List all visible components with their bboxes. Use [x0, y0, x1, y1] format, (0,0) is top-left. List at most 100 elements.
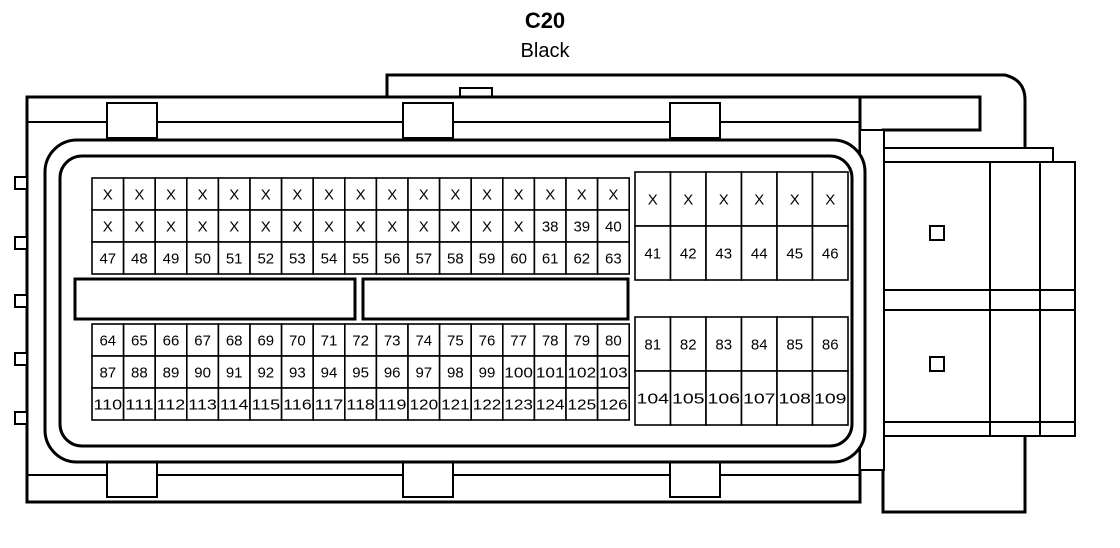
pin-label: 75 — [447, 333, 464, 350]
pin-label: X — [261, 219, 271, 236]
pin-cavity — [811, 225, 849, 281]
pin-cavity — [217, 177, 251, 211]
pin-label: 68 — [226, 333, 243, 350]
pin-cavity — [470, 177, 504, 211]
latch-bar-top — [882, 147, 1054, 163]
pin-label: 112 — [157, 397, 186, 414]
pin-cavity — [343, 387, 378, 421]
pin-label: X — [166, 187, 176, 204]
pin-label: 110 — [94, 397, 123, 414]
pin-cavity — [343, 241, 378, 275]
pin-label: 44 — [751, 246, 768, 263]
pin-cavity — [669, 171, 707, 227]
pin-label: X — [292, 187, 302, 204]
pin-label: X — [754, 192, 764, 209]
pin-label: X — [450, 187, 460, 204]
pin-label: 85 — [786, 337, 803, 354]
pin-label: 59 — [479, 251, 496, 268]
pin-label: 88 — [131, 365, 148, 382]
pin-label: 109 — [814, 391, 847, 408]
pin-cavity — [280, 177, 315, 211]
latch-bar-bottom — [882, 421, 1076, 437]
pin-cavity — [811, 171, 849, 227]
pin-cavity — [375, 177, 409, 211]
pin-label: 82 — [680, 337, 697, 354]
pin-label: 91 — [226, 365, 243, 382]
pin-label: X — [166, 219, 176, 236]
pin-label: 119 — [378, 397, 407, 414]
pin-label: 70 — [289, 333, 306, 350]
pin-cavity — [154, 323, 188, 357]
pin-label: X — [608, 187, 618, 204]
pin-cavity — [217, 241, 251, 275]
separator-right — [361, 277, 630, 321]
pin-label: 72 — [352, 333, 369, 350]
pin-label: 80 — [605, 333, 622, 350]
pin-cavity — [501, 177, 536, 211]
pin-label: X — [683, 192, 693, 209]
pin-label: 38 — [542, 219, 559, 236]
pin-cavity — [407, 241, 441, 275]
pin-label: 53 — [289, 251, 306, 268]
pin-label: X — [825, 192, 835, 209]
side-nub-4 — [14, 352, 28, 366]
side-nub-5 — [14, 411, 28, 425]
pin-label: 47 — [99, 251, 116, 268]
pin-label: 87 — [99, 365, 116, 382]
pin-cavity — [122, 241, 156, 275]
pin-label: 95 — [352, 365, 369, 382]
pin-cavity — [634, 370, 672, 426]
pin-label: X — [198, 187, 208, 204]
pin-label: X — [419, 219, 429, 236]
pin-cavity — [343, 177, 378, 211]
side-nub-1 — [14, 176, 28, 190]
pin-label: 69 — [257, 333, 274, 350]
pin-label: 78 — [542, 333, 559, 350]
pin-cavity — [596, 241, 630, 275]
pin-label: 120 — [410, 397, 439, 414]
pin-label: 81 — [644, 337, 661, 354]
pin-cavity — [501, 241, 536, 275]
separator-left — [73, 277, 357, 321]
pin-label: X — [790, 192, 800, 209]
pin-label: 50 — [194, 251, 211, 268]
pin-label: 100 — [504, 365, 533, 382]
pin-cavity — [811, 316, 849, 372]
pin-cavity — [740, 316, 778, 372]
pin-label: X — [356, 187, 366, 204]
pin-label: X — [198, 219, 208, 236]
pin-cavity — [470, 241, 504, 275]
pin-label: 52 — [257, 251, 274, 268]
pin-cavity — [186, 323, 220, 357]
pin-cavity — [565, 177, 599, 211]
pin-label: 113 — [188, 397, 217, 414]
latch-square-lower — [929, 356, 945, 372]
top-tab-2 — [402, 102, 454, 139]
pin-label: 115 — [252, 397, 281, 414]
top-tab-1 — [106, 102, 158, 139]
pin-cavity — [280, 355, 315, 389]
pin-label: 65 — [131, 333, 148, 350]
pin-label: 103 — [599, 365, 628, 382]
pin-cavity — [501, 387, 536, 421]
pin-label: X — [292, 219, 302, 236]
pin-cavity — [122, 323, 156, 357]
pin-label: X — [356, 219, 366, 236]
pin-label: 79 — [573, 333, 590, 350]
pin-cavity — [217, 355, 251, 389]
pin-label: X — [324, 219, 334, 236]
pin-label: 43 — [715, 246, 732, 263]
pin-label: 123 — [504, 397, 533, 414]
pin-label: 60 — [510, 251, 527, 268]
pin-cavity — [343, 323, 378, 357]
pin-cavity — [249, 387, 283, 421]
pin-label: X — [648, 192, 658, 209]
pin-label: 51 — [226, 251, 243, 268]
side-nub-2 — [14, 236, 28, 250]
pin-label: 92 — [257, 365, 274, 382]
pin-cavity — [407, 387, 441, 421]
pin-label: X — [134, 219, 144, 236]
